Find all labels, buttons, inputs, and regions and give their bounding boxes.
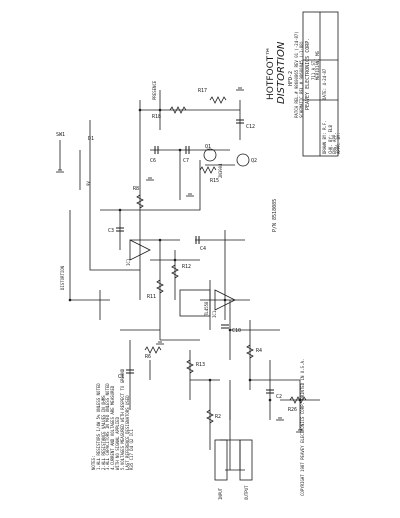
svg-text:R15: R15 (210, 178, 219, 184)
svg-text:C1: C1 (118, 374, 124, 380)
drawn-date: DATE: 4-24-87 (322, 68, 327, 100)
svg-text:R8: R8 (133, 186, 139, 192)
svg-text:C2: C2 (276, 394, 282, 400)
title-line2: DISTORTION (276, 41, 287, 104)
company-city: MERIDIAN, MS (315, 51, 320, 80)
approved-by: APPR. BY: (336, 132, 341, 154)
svg-text:C12: C12 (246, 124, 255, 130)
svg-text:R17: R17 (198, 88, 207, 94)
resistor-symbols (136, 96, 307, 424)
opamp-symbols (129, 239, 236, 311)
schematic-rev: SCHEMATIC REL.# 98600845 (-1-88) (299, 40, 304, 118)
ic1a-label: IC1 (126, 258, 131, 266)
svg-text:R12: R12 (182, 264, 191, 270)
svg-text:SW1: SW1 (56, 132, 65, 138)
jack-output-label: OUTPUT (244, 485, 249, 500)
transistor-symbols (203, 148, 250, 167)
ic-part-label: TL4558 (204, 301, 209, 316)
title-block (302, 11, 339, 157)
svg-text:C7: C7 (183, 158, 189, 164)
drawn-by: DRAWN BY: R.F. (322, 120, 327, 154)
svg-text:Q1: Q1 (205, 144, 211, 150)
svg-text:R18: R18 (152, 114, 161, 120)
svg-text:C3: C3 (108, 228, 114, 234)
junction-dots (68, 108, 302, 402)
copyright-notice: COPYRIGHT 1987 PEAVEY ELECTRONICS CORP. … (300, 358, 305, 496)
ic1b-label: IC1 (212, 310, 217, 318)
note-line: R35 C17 D4 Q2 IC1 (129, 429, 135, 470)
svg-text:C4: C4 (200, 246, 206, 252)
svg-text:R2: R2 (215, 414, 221, 420)
svg-text:C10: C10 (232, 328, 241, 334)
svg-text:R4: R4 (256, 348, 262, 354)
svg-text:C6: C6 (150, 158, 156, 164)
notes-block: NOTES: 1.ALL RESISTORS 1/4W 5% UNLESS NO… (91, 369, 135, 470)
svg-text:Q2: Q2 (251, 158, 257, 164)
distortion-label: DISTORTION (60, 265, 65, 290)
svg-text:R6: R6 (145, 354, 151, 360)
ic-packages (179, 289, 253, 481)
jack-input-label: INPUT (218, 487, 223, 500)
svg-text:D1: D1 (88, 136, 94, 142)
ground-symbols (56, 87, 304, 433)
part-number: P/N 8518085 (272, 198, 278, 232)
q-part-label: 2N3904 (218, 163, 223, 178)
capacitor-symbols (116, 119, 274, 394)
component-labels: R18 R17 R15 R8 R12 R11 R6 R13 R4 R26 R2 … (56, 88, 297, 420)
presence-label: PRESENCE (152, 80, 157, 100)
svg-text:R13: R13 (196, 362, 205, 368)
title-line1: HOTFOOT™ (266, 46, 276, 100)
supply-label: 9V (86, 181, 91, 186)
svg-text:R11: R11 (147, 294, 156, 300)
svg-text:R26: R26 (288, 407, 297, 413)
